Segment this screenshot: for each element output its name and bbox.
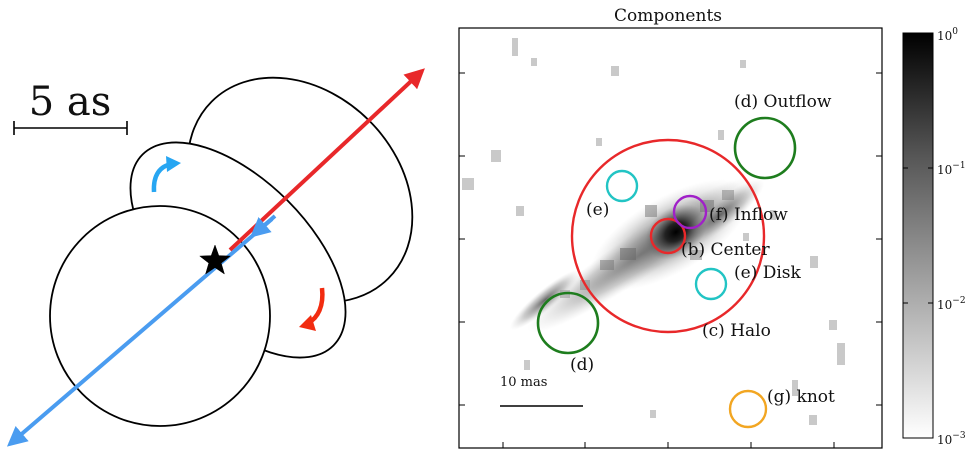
left-schematic: 5 as <box>6 68 425 447</box>
label-inflow: (f) Inflow <box>709 205 788 225</box>
blue-axis-arrow-inbound <box>249 214 277 238</box>
halo-circle <box>570 138 766 334</box>
scale-bar: 5 as <box>13 79 128 135</box>
knot-circle <box>728 389 768 429</box>
disk-circle-se <box>694 267 728 301</box>
label-knot: (g) knot <box>767 387 835 407</box>
red-rotation-arrowhead <box>299 315 316 331</box>
label-outflow-short: (d) <box>570 355 594 375</box>
emission-image <box>462 38 845 425</box>
mas-scale-bar: 10 mas <box>500 375 583 407</box>
axis-ticks <box>459 72 882 448</box>
blue-rotation-arrowhead <box>166 156 181 172</box>
components-panel: Components <box>458 6 883 449</box>
colorbar-gradient <box>902 32 934 439</box>
outflow-circle-sw <box>536 291 600 355</box>
colorbar-tick-bottom: 10−3 <box>937 431 966 447</box>
label-disk-short: (e) <box>586 200 609 220</box>
disk-circle-nw <box>605 169 639 203</box>
colorbar-tick-mid2: 10−2 <box>937 296 966 312</box>
scale-bar-label: 5 as <box>29 79 112 125</box>
mas-scale-label: 10 mas <box>500 375 547 390</box>
label-disk: (e) Disk <box>734 263 802 283</box>
center-circle <box>649 217 687 255</box>
label-outflow: (d) Outflow <box>734 92 832 112</box>
panel-title: Components <box>614 6 722 26</box>
outflow-circle-ne <box>733 116 797 180</box>
colorbar-tick-mid1: 10−1 <box>937 161 966 177</box>
label-center: (b) Center <box>681 240 770 260</box>
colorbar-tick-top: 100 <box>937 27 958 43</box>
label-halo: (c) Halo <box>702 321 771 341</box>
inflow-circle <box>672 194 708 230</box>
colorbar: 100 10−1 10−2 10−3 <box>902 27 966 447</box>
center-star-icon <box>199 244 231 275</box>
